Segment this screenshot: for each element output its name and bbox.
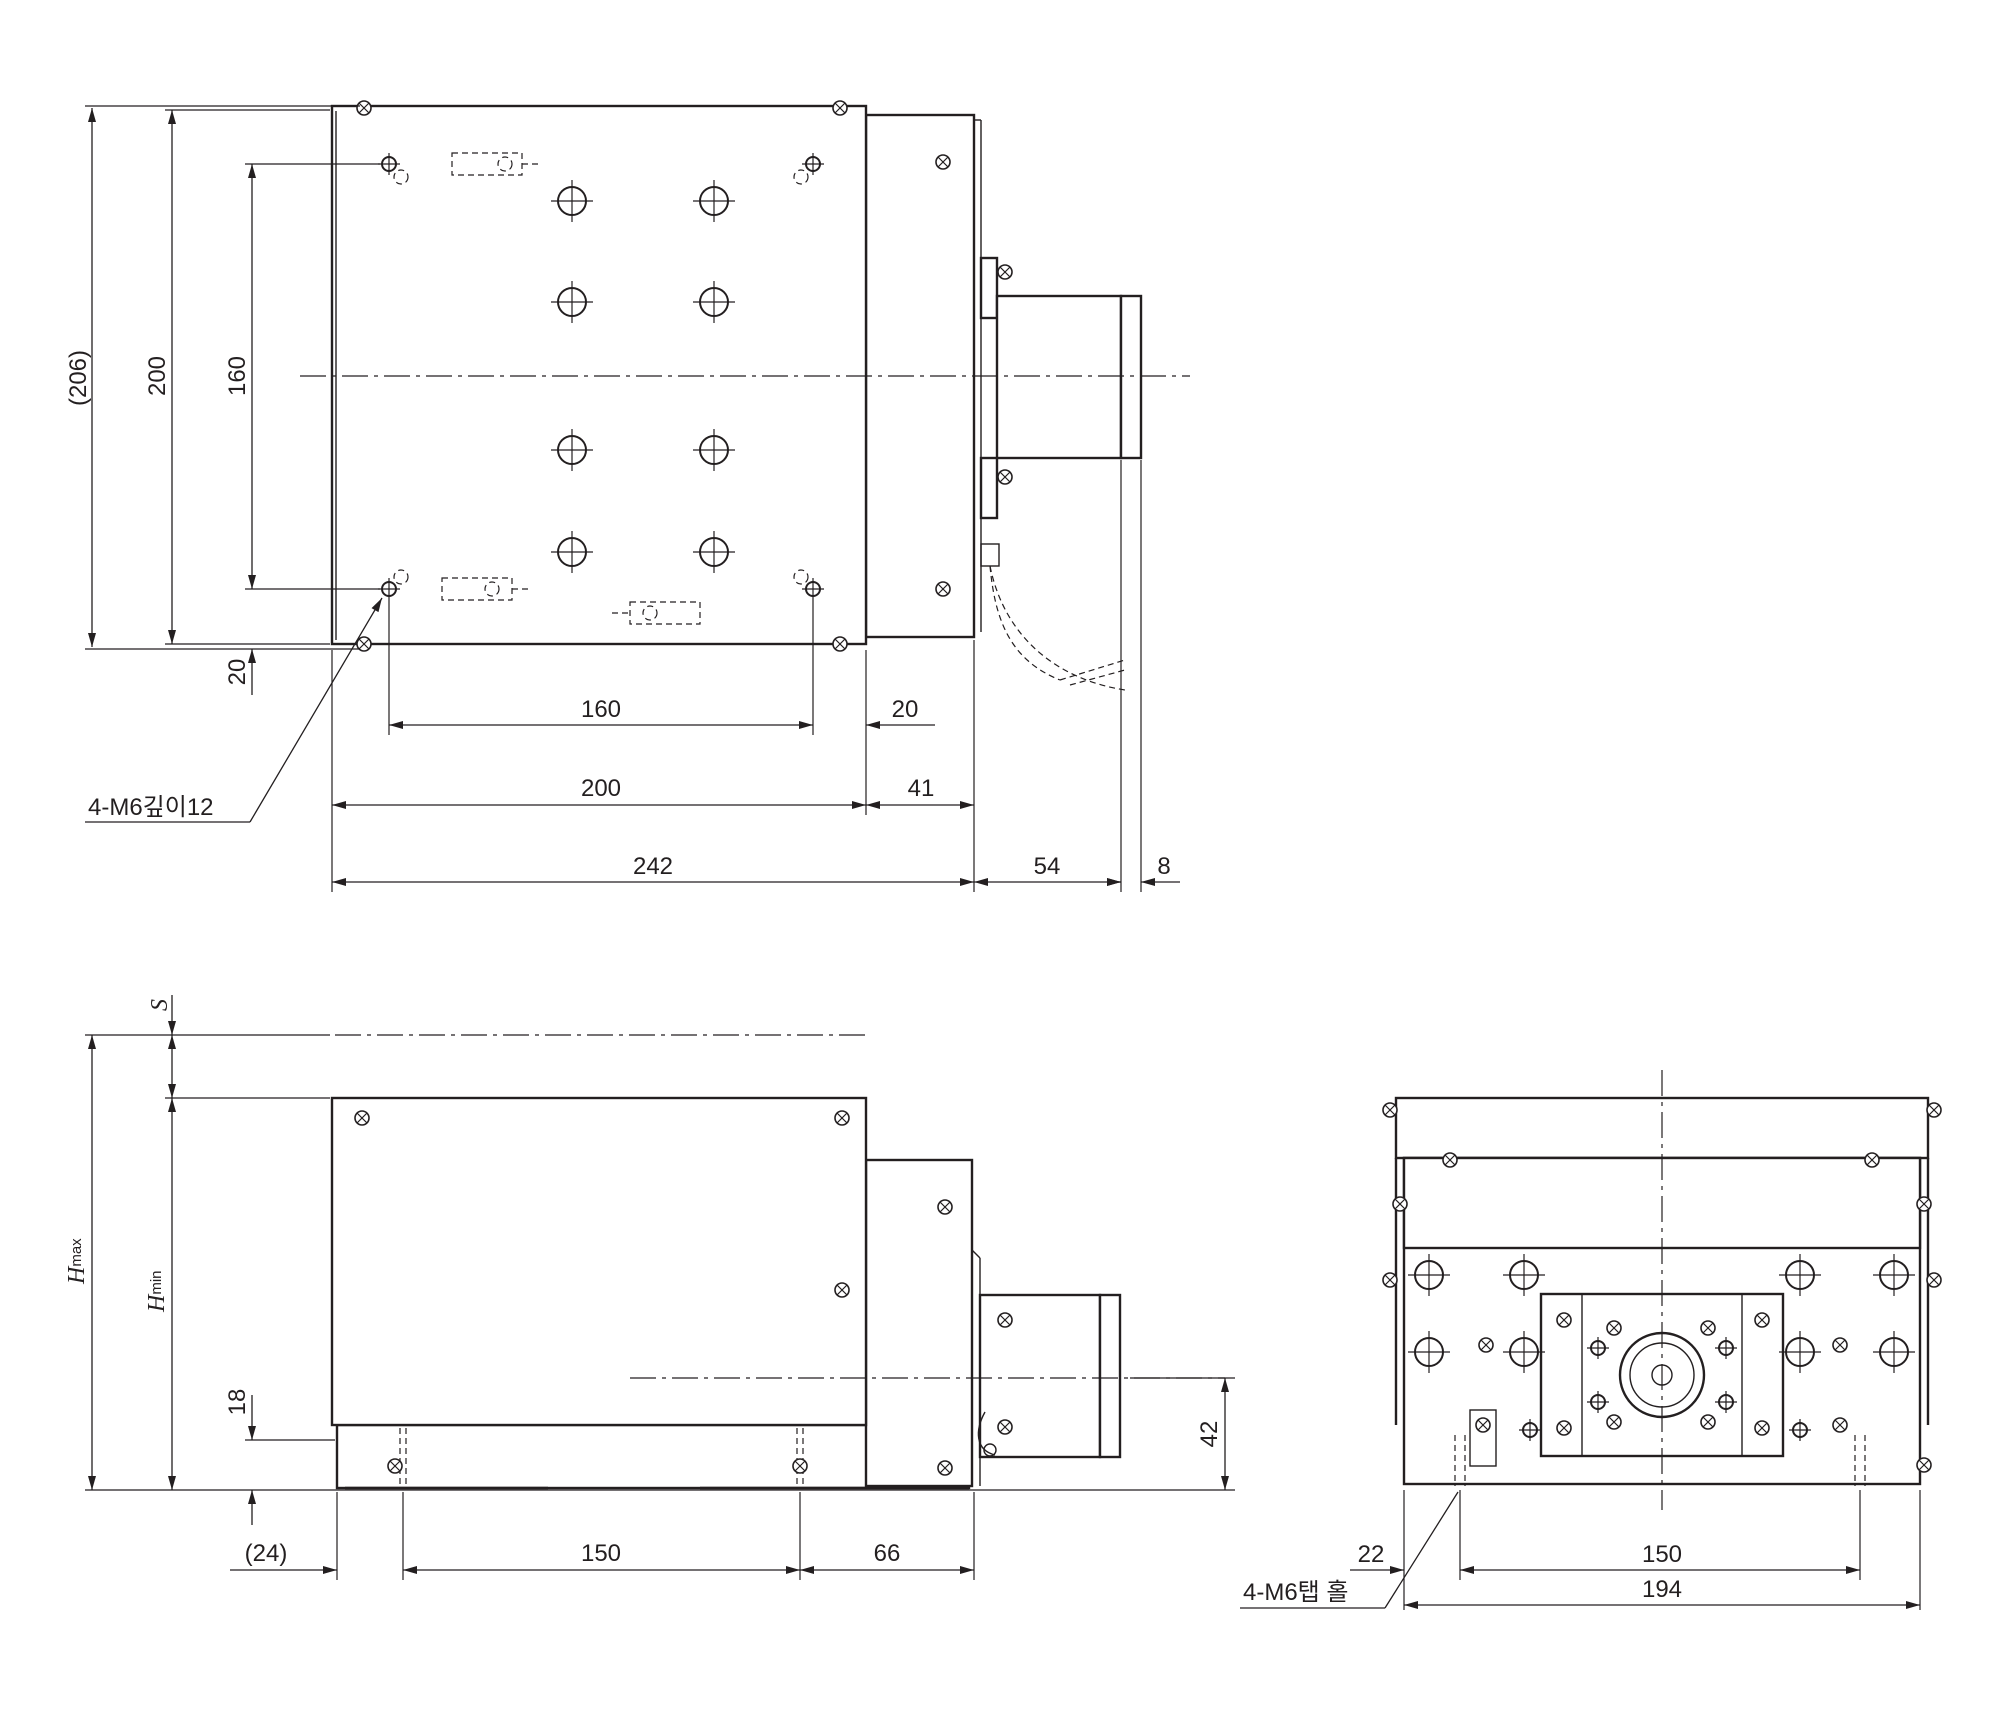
dim-holes-x: 160: [581, 696, 621, 723]
dim-table-y: 200: [144, 356, 171, 396]
top-motor-body: [995, 294, 1123, 460]
dim-edge-x: 20: [892, 696, 919, 723]
top-motor-bracket-lower: [979, 456, 999, 520]
dim-overhang: (24): [245, 1540, 288, 1567]
dim-rear: 66: [874, 1540, 901, 1567]
side-view: 22 150 194 4-M6탭 홀: [1240, 1070, 1942, 1610]
dim-hmin: Hmin: [144, 1270, 170, 1313]
dim-hmax-symbol: Hmax: [64, 1238, 90, 1285]
callout-m6-depth: 4-M6깊이12: [88, 794, 214, 821]
dim-side-pitch: 150: [1642, 1541, 1682, 1568]
dim-hmax: Hmax: [64, 1238, 90, 1285]
dim-overall-ref: (206): [65, 350, 92, 406]
dim-holes-y: 160: [224, 356, 251, 396]
dim-stroke-symbol: S: [147, 999, 173, 1011]
side-sensor: [1469, 1409, 1497, 1467]
dim-housing-x: 41: [908, 775, 935, 802]
top-motor-cap: [1119, 294, 1143, 460]
top-table: [330, 104, 868, 646]
dim-base-h: 18: [224, 1389, 251, 1416]
dim-cap-x: 8: [1157, 853, 1170, 880]
top-sensor: [980, 543, 1000, 567]
dim-table-x: 200: [581, 775, 621, 802]
callout-m6-tap: 4-M6탭 홀: [1243, 1579, 1349, 1606]
dim-axis-h: 42: [1196, 1421, 1223, 1448]
top-motor-bracket-upper: [979, 256, 999, 320]
dim-edge-y: 20: [224, 659, 251, 686]
dim-body-x: 242: [633, 853, 673, 880]
front-view: S Hmax Hmin 18 42 (24) 150 66: [64, 995, 1235, 1580]
top-limit-switches: [441, 152, 701, 625]
dim-side-offset: 22: [1358, 1541, 1385, 1568]
top-view: (206) 200 160 20 160 20 200 41 242 54 8 …: [65, 100, 1190, 892]
dim-front-pitch: 150: [581, 1540, 621, 1567]
front-housing: [864, 1158, 974, 1488]
dim-motor-x: 54: [1034, 853, 1061, 880]
front-table: [330, 1096, 868, 1427]
top-m6-holes: [377, 152, 825, 601]
front-motor-cap: [1098, 1293, 1122, 1459]
dim-side-width: 194: [1642, 1576, 1682, 1603]
dim-hmin-symbol: Hmin: [144, 1270, 170, 1313]
